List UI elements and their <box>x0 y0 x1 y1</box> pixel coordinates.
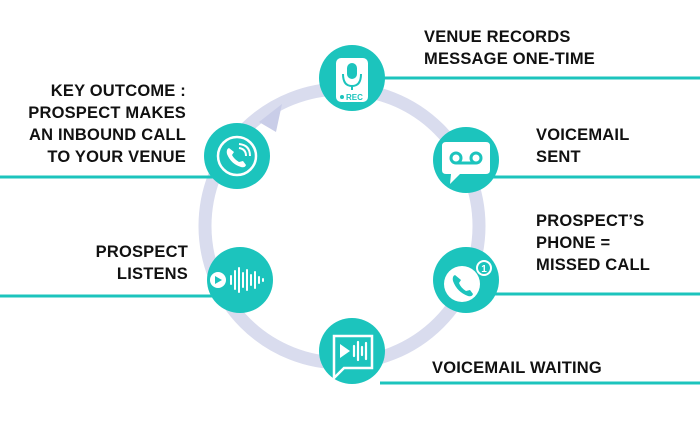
label-missed-call: PROSPECT’S PHONE = MISSED CALL <box>536 210 650 276</box>
label-line: PHONE = <box>536 234 611 252</box>
label-key-outcome: KEY OUTCOME : PROSPECT MAKES AN INBOUND … <box>28 80 186 168</box>
label-venue-records: VENUE RECORDS MESSAGE ONE-TIME <box>424 26 595 70</box>
node-key-outcome <box>204 123 270 189</box>
rec-badge-text: REC <box>346 93 363 102</box>
audio-message-icon <box>332 334 374 382</box>
label-line: VOICEMAIL <box>536 126 630 144</box>
play-soundwave-icon <box>210 267 264 293</box>
label-line: PROSPECT’S <box>536 212 645 230</box>
label-voicemail-sent: VOICEMAIL SENT <box>536 124 629 168</box>
label-line: LISTENS <box>116 265 188 283</box>
missed-call-badge-text: 1 <box>481 264 487 275</box>
incoming-call-icon <box>216 135 258 177</box>
label-line: KEY OUTCOME : <box>50 82 186 100</box>
label-line: SENT <box>536 148 581 166</box>
label-line: MESSAGE ONE-TIME <box>424 50 595 68</box>
label-line: PROSPECT MAKES <box>28 104 186 122</box>
voicemail-chat-icon <box>442 142 490 184</box>
label-line: MISSED CALL <box>536 256 651 274</box>
phone-notification-icon: 1 <box>444 260 492 302</box>
label-line: VOICEMAIL WAITING <box>432 359 602 377</box>
label-line: VENUE RECORDS <box>424 28 571 46</box>
label-line: PROSPECT <box>95 243 188 261</box>
label-voicemail-waiting: VOICEMAIL WAITING <box>432 357 602 379</box>
label-prospect-listens: PROSPECT LISTENS <box>96 241 188 285</box>
node-voicemail-waiting <box>319 318 385 384</box>
label-line: TO YOUR VENUE <box>47 148 186 166</box>
connector-lines <box>0 76 700 385</box>
label-line: AN INBOUND CALL <box>29 126 186 144</box>
microphone-rec-icon: REC <box>336 58 368 102</box>
cycle-arrow-head <box>259 104 282 132</box>
